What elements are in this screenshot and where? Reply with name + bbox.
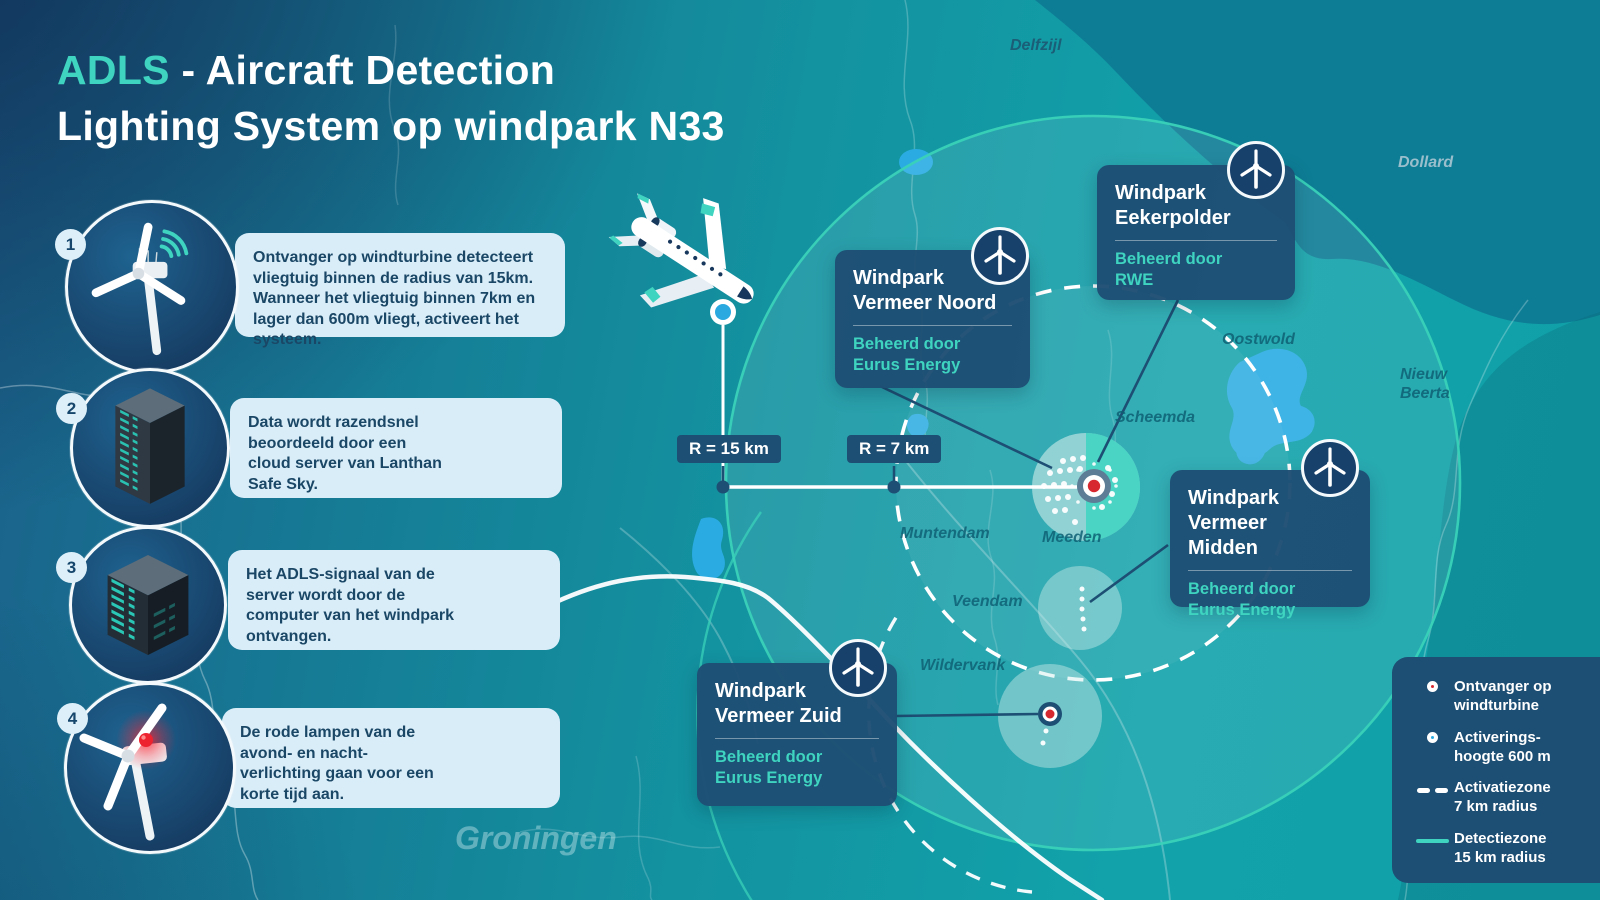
windpark-computer-icon: [107, 554, 189, 656]
step2-number: 2: [66, 398, 77, 418]
step1-number: 1: [65, 234, 76, 254]
activation-zone-arc-south: [867, 609, 1033, 894]
turbine-dots-veendam: [1079, 586, 1087, 632]
step3-number-badge: 3: [56, 552, 87, 583]
windpark-badge-vermeer-midden: [1301, 439, 1359, 497]
legend-item-activation-height: Activerings-hoogte 600 m: [1410, 728, 1590, 766]
map-place-label-oostwold: Oostwold: [1222, 331, 1295, 348]
map-place-label-dollard: Dollard: [1398, 154, 1454, 171]
wind-turbine-icon: [1240, 149, 1272, 189]
page-title-line1: ADLS - Aircraft Detection: [57, 42, 725, 98]
windpark-operator: Beheerd door RWE: [1115, 250, 1223, 289]
map-water-dollard: [1035, 0, 1600, 325]
map-place-label-veendam: Veendam: [952, 593, 1023, 610]
windpark-operator: Beheerd door Eurus Energy: [853, 335, 961, 374]
windpark-operator: Beheerd door Eurus Energy: [1188, 580, 1296, 619]
page-title: ADLS - Aircraft Detection Lighting Syste…: [57, 42, 725, 154]
step4-text: De rode lampen van de avond- en nacht- v…: [240, 724, 434, 803]
windpark-name: Windpark Vermeer Noord: [853, 267, 997, 314]
cloud-server-icon: [115, 388, 185, 504]
step3-text-box: Het ADLS-signaal van de server wordt doo…: [228, 550, 560, 650]
turbine-dots-wildervank: [1040, 728, 1049, 746]
windpark-connector-lines: [879, 299, 1180, 718]
windpark-name: Windpark Vermeer Midden: [1188, 487, 1279, 559]
plane-icon: [608, 193, 754, 308]
windpark-operator: Beheerd door Eurus Energy: [715, 748, 823, 787]
step2-text: Data wordt razendsnel beoordeeld door ee…: [248, 414, 442, 493]
map-place-label-meeden: Meeden: [1042, 529, 1102, 546]
receiver-dot-marker: [1410, 677, 1454, 692]
radius-15km-label: R = 15 km: [677, 435, 781, 463]
wind-turbine-receiver-icon: [91, 222, 189, 356]
title-accent: ADLS: [57, 47, 170, 93]
step4-text-box: De rode lampen van de avond- en nacht- v…: [222, 708, 560, 808]
page-title-line2: Lighting System op windpark N33: [57, 103, 725, 149]
r15-boundary-dot: [716, 480, 730, 494]
step1-number-badge: 1: [55, 229, 86, 260]
n33-road: [553, 574, 1105, 900]
map-place-label-wildervank: Wildervank: [920, 657, 1006, 674]
detection-zone-arc-south: [696, 511, 762, 900]
r7-boundary-dot: [887, 480, 901, 494]
wind-turbine-icon: [984, 235, 1016, 275]
receiver-marker-south: [1038, 702, 1062, 726]
map-place-label-nieuw-beerta: Nieuw Beerta: [1400, 366, 1450, 402]
windpark-name: Windpark Vermeer Zuid: [715, 680, 842, 727]
map-place-label-muntendam: Muntendam: [900, 525, 990, 542]
map-place-label-scheemda: Scheemda: [1115, 409, 1196, 426]
divider: [715, 738, 879, 739]
step2-icon-circle: [70, 368, 230, 528]
wind-turbine-icon: [842, 647, 874, 687]
windpark-badge-vermeer-noord: [971, 227, 1029, 285]
windpark-box-vermeer-midden: Windpark Vermeer Midden Beheerd door Eur…: [1170, 470, 1370, 619]
wind-turbine-icon: [1314, 447, 1346, 487]
step4-number-badge: 4: [57, 703, 88, 734]
radius-7km-label: R = 7 km: [847, 435, 942, 463]
step2-number-badge: 2: [56, 393, 87, 424]
wind-turbine-red-light-icon: [79, 703, 176, 841]
title-rest: - Aircraft Detection: [169, 47, 556, 93]
map-lakes: [692, 149, 1315, 580]
detection-zone-line-marker: [1410, 829, 1454, 844]
step2-text-box: Data wordt razendsnel beoordeeld door ee…: [230, 398, 562, 498]
step1-icon-circle: [65, 200, 239, 374]
map-region-label-groningen: Groningen: [455, 820, 617, 856]
windpark-badge-vermeer-zuid: [829, 639, 887, 697]
step3-number: 3: [66, 557, 77, 577]
step1-text-box: Ontvanger op windturbine detecteert vlie…: [235, 233, 565, 348]
step3-icon-circle: [69, 526, 227, 684]
step4-number: 4: [67, 708, 78, 728]
divider: [1115, 240, 1277, 241]
windpark-badge-eekerpolder: [1227, 141, 1285, 199]
windpark-name: Windpark Eekerpolder: [1115, 182, 1231, 229]
step1-text: Ontvanger op windturbine detecteert vlie…: [253, 249, 536, 348]
step4-icon-circle: [64, 682, 236, 854]
activation-height-marker: [710, 299, 736, 325]
divider: [1188, 570, 1352, 571]
receiver-marker-main: [1070, 462, 1118, 510]
activation-zone-dash-marker: [1410, 778, 1454, 793]
map-place-label-delfzijl: Delfzijl: [1010, 37, 1062, 54]
step3-text: Het ADLS-signaal van de server wordt doo…: [246, 566, 455, 645]
windpark-box-vermeer-zuid: Windpark Vermeer Zuid Beheerd door Eurus…: [697, 663, 897, 806]
legend-label: Activerings-hoogte 600 m: [1454, 728, 1551, 765]
divider: [853, 325, 1012, 326]
activation-height-dot-marker: [1410, 728, 1454, 743]
